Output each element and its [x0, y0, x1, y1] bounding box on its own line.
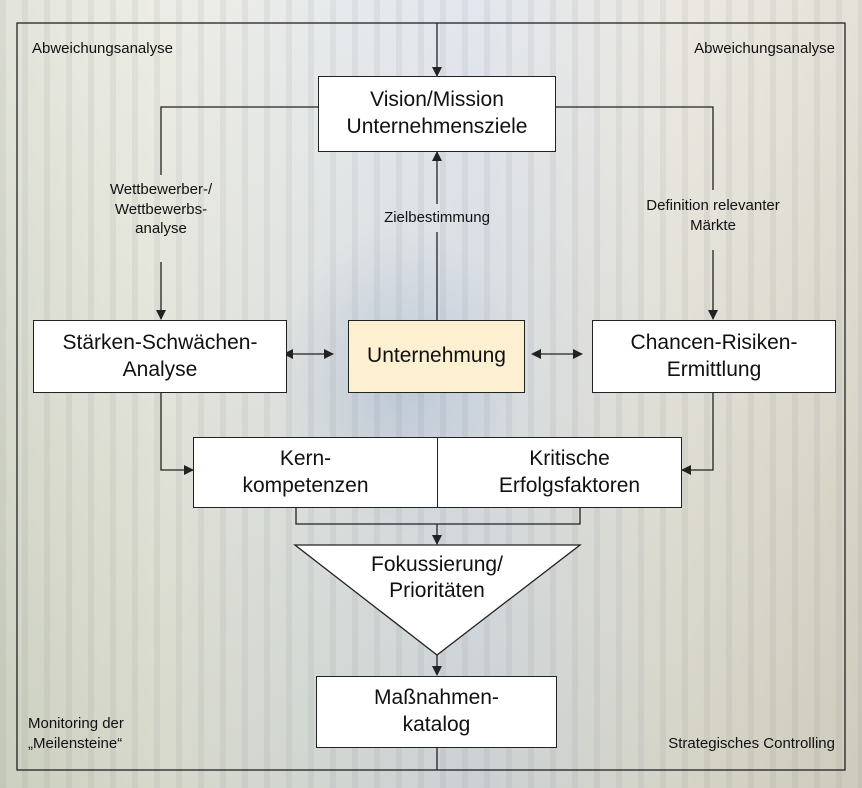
- box-chances-risks: Chancen-Risiken- Ermittlung: [592, 320, 836, 393]
- box-company: Unternehmung: [348, 320, 525, 393]
- corner-top-right: Abweichungsanalyse: [694, 40, 835, 57]
- left-path: [160, 106, 318, 175]
- box-critical-success-factors: Kritische Erfolgsfaktoren: [437, 437, 682, 508]
- corner-bottom-right: Strategisches Controlling: [668, 735, 835, 752]
- right-path: [556, 106, 714, 190]
- box-strengths-weaknesses: Stärken-Schwächen- Analyse: [33, 320, 287, 393]
- corner-top-left: Abweichungsanalyse: [32, 40, 173, 57]
- chances-to-factors: [681, 392, 714, 475]
- merge-bracket: [295, 508, 581, 525]
- box-core-competencies: Kern- kompetenzen: [193, 437, 438, 508]
- focus-triangle: [293, 544, 582, 656]
- box-vision: Vision/Mission Unternehmensziele: [318, 76, 556, 152]
- outer-frame: [16, 22, 846, 771]
- strengths-to-core: [160, 392, 194, 475]
- focus-label: Fokussierung/ Prioritäten: [371, 553, 503, 603]
- box-measures-catalog: Maßnahmen- katalog: [316, 676, 557, 748]
- label-goal-setting: Zielbestimmung: [384, 209, 490, 226]
- label-relevant-markets: Definition relevanter Märkte: [646, 197, 780, 234]
- label-competitor-analysis: Wettbewerber-/ Wettbewerbs- analyse: [109, 181, 213, 237]
- corner-bottom-left: Monitoring der „Meilensteine“: [28, 715, 124, 753]
